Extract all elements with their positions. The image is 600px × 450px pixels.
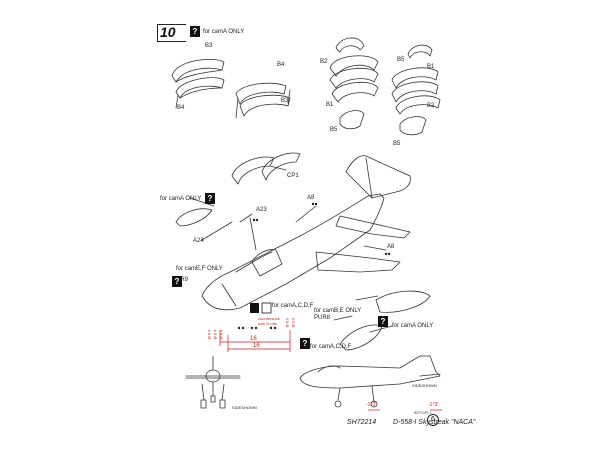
label-b4-mid: B4 (277, 62, 285, 68)
angle-right: -1°3' (428, 402, 439, 408)
dimension-v2: Ø 6.4 (212, 329, 218, 340)
countersunk-icon (250, 303, 259, 313)
canopy-part-b1-center (331, 81, 379, 103)
label-b5-right: B5 (397, 57, 405, 63)
footer-code: SH72214 (347, 419, 377, 426)
label-a23: A23 (256, 207, 267, 213)
front-view-note: SIDESHOWN (232, 405, 257, 410)
label-b4-left: B4 (177, 105, 185, 111)
label-b2-right: B2 (427, 103, 435, 109)
question-icon: ? (205, 193, 215, 204)
note-cam-b-e-only: for camB,E ONLY (314, 308, 362, 314)
side-view-note: SIDESHOWN (412, 383, 437, 388)
note-countersunk-size: size in mm (258, 321, 278, 326)
question-icon: ? (300, 338, 310, 349)
hole-markers (237, 202, 391, 330)
canopy-part-b5-center-bottom (339, 110, 365, 130)
label-b5-center: B5 (330, 127, 338, 133)
dimension-16-a: 16 (250, 336, 257, 342)
dimension-v4: Ø 6.6 (284, 317, 290, 328)
label-b1-right: B1 (427, 64, 435, 70)
note-cam-a-only: for camA ONLY (203, 29, 245, 35)
canopy-part-b4-left (175, 77, 225, 109)
wing-right-detached (375, 290, 431, 313)
step-number: 10 (160, 24, 176, 40)
fuselage (201, 193, 385, 311)
dimension-16-b: 16 (253, 343, 260, 349)
note-cam-a-c-d-f: for camA,C,D,F (272, 303, 314, 309)
label-cp1: CP1 (287, 173, 299, 179)
side-view-aircraft (299, 355, 441, 408)
question-icon: ? (378, 316, 388, 327)
label-pur8: PUR8 (314, 315, 331, 321)
angle-left: -1°3' (366, 402, 377, 408)
label-b3-mid: B3 (281, 98, 289, 104)
question-icon: ? (190, 26, 200, 37)
wing-left-detached (175, 208, 213, 227)
step-box (157, 24, 186, 42)
front-view-aircraft (185, 355, 241, 409)
canopy-part-b3-left (171, 59, 225, 83)
note-cam-e-f-only: for camE,F ONLY (176, 266, 223, 272)
dimension-v3: Ø 6.4 (218, 329, 224, 340)
canopy-part-b2-right (395, 95, 441, 115)
canopy-part-b2-center (329, 55, 379, 89)
label-b3-left: B3 (205, 43, 213, 49)
horizontal-tail (335, 215, 411, 239)
label-b1-center: B1 (326, 102, 334, 108)
note-countersunk: countersunk (258, 316, 280, 321)
label-b2-center: B2 (320, 59, 328, 65)
dimension-v1: Ø 6.4 (206, 329, 212, 340)
canopy-part-b5-right-top (407, 44, 433, 59)
label-a8-top: A8 (307, 195, 315, 201)
note-cam-a-c-d-f-2: for camA,C,D,F (310, 344, 352, 350)
question-icon: ? (172, 276, 182, 287)
canopy-part-b5-center-top (335, 37, 365, 53)
footer-small: ВЕРСИЯ 1 (414, 411, 432, 415)
wing-left (315, 251, 401, 273)
note-cam-a-only-left: for camA ONLY (160, 196, 202, 202)
canopy-part-b4-mid (235, 82, 287, 119)
page-number: 6 (427, 414, 439, 426)
label-a24: A24 (193, 238, 204, 244)
canopy-cp1 (231, 152, 301, 185)
dimension-v5: Ø 6.6 (290, 317, 296, 328)
canopy-part-b5-right-bottom (399, 116, 427, 136)
canopy-part-b3-mid (239, 89, 291, 117)
note-cam-a-only-right: for camA ONLY (392, 323, 434, 329)
label-b5-right-bottom: B5 (393, 141, 401, 147)
label-a8-right: A8 (387, 244, 395, 250)
dimension-lines (219, 330, 442, 411)
vertical-tail (345, 155, 411, 199)
canopy-part-b1-right (391, 67, 439, 103)
